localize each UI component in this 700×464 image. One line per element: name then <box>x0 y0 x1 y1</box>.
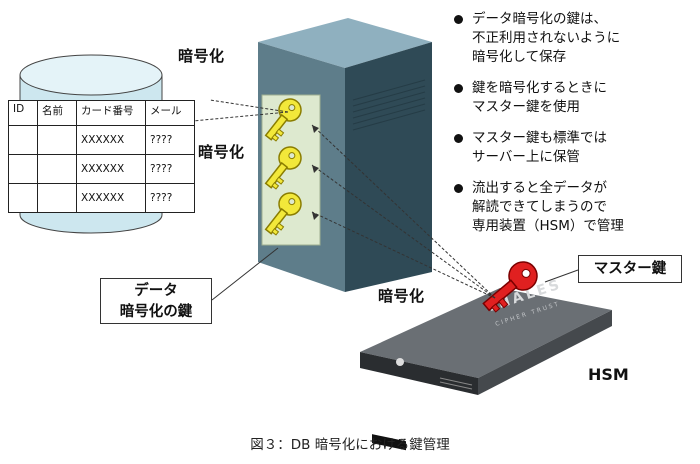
bullet-line: 不正利用されないように <box>472 30 621 46</box>
data-key-callout: データ 暗号化の鍵 <box>100 278 212 324</box>
table-cell: ???? <box>145 183 195 213</box>
database-table: ID 名前 カード番号 メール XXXXXX ???? XXXXXX ???? … <box>8 100 195 213</box>
data-key-icon <box>264 98 302 142</box>
data-key-callout-line2: 暗号化の鍵 <box>119 304 193 320</box>
encrypt-label-top: 暗号化 <box>178 47 225 65</box>
table-header-mail: メール <box>145 100 195 126</box>
bullet-line: 流出すると全データが <box>472 180 607 196</box>
master-key-leader <box>544 269 579 283</box>
table-cell <box>37 154 77 184</box>
data-key-icon <box>264 146 302 190</box>
bullet-line: 解読できてしまうので <box>472 199 607 215</box>
table-cell <box>8 125 38 155</box>
bullet-item: 流出すると全データが 解読できてしまうので 専用装置（HSM）で管理 <box>454 179 694 236</box>
table-row: XXXXXX ???? <box>8 154 195 184</box>
table-row: XXXXXX ???? <box>8 125 195 155</box>
table-row: XXXXXX ???? <box>8 183 195 213</box>
bullet-line: 専用装置（HSM）で管理 <box>472 218 624 234</box>
bullet-line: マスター鍵も標準では <box>472 130 607 146</box>
bullet-line: 暗号化して保存 <box>472 49 567 65</box>
bullet-line: マスター鍵を使用 <box>472 99 580 115</box>
table-cell: ???? <box>145 125 195 155</box>
bullet-list: データ暗号化の鍵は、 不正利用されないように 暗号化して保存 鍵を暗号化するとき… <box>454 10 694 248</box>
encrypt-label-mid: 暗号化 <box>198 143 245 161</box>
key-panel <box>261 94 321 246</box>
figure-caption: 図３：DB 暗号化における鍵管理 <box>250 437 450 453</box>
table-cell <box>8 183 38 213</box>
bullet-item: マスター鍵も標準では サーバー上に保管 <box>454 129 694 167</box>
bullet-line: サーバー上に保管 <box>472 149 580 165</box>
data-key-icon <box>264 192 302 236</box>
table-cell: XXXXXX <box>76 183 146 213</box>
table-cell <box>37 183 77 213</box>
table-header-name: 名前 <box>37 100 77 126</box>
table-cell: ???? <box>145 154 195 184</box>
data-key-callout-line1: データ <box>134 283 178 299</box>
data-key-leader <box>211 247 279 301</box>
table-header-id: ID <box>8 100 38 126</box>
hsm-label: HSM <box>588 365 629 384</box>
table-cell: XXXXXX <box>76 154 146 184</box>
master-key-icon <box>482 261 538 313</box>
encrypt-label-bottom: 暗号化 <box>378 287 425 305</box>
table-cell: XXXXXX <box>76 125 146 155</box>
bullet-item: 鍵を暗号化するときに マスター鍵を使用 <box>454 79 694 117</box>
master-key-callout: マスター鍵 <box>578 255 682 283</box>
bullet-line: 鍵を暗号化するときに <box>472 80 607 96</box>
table-cell <box>37 125 77 155</box>
bullet-item: データ暗号化の鍵は、 不正利用されないように 暗号化して保存 <box>454 10 694 67</box>
table-header-row: ID 名前 カード番号 メール <box>8 100 195 126</box>
bullet-line: データ暗号化の鍵は、 <box>472 11 607 27</box>
table-cell <box>8 154 38 184</box>
table-header-card: カード番号 <box>76 100 146 126</box>
